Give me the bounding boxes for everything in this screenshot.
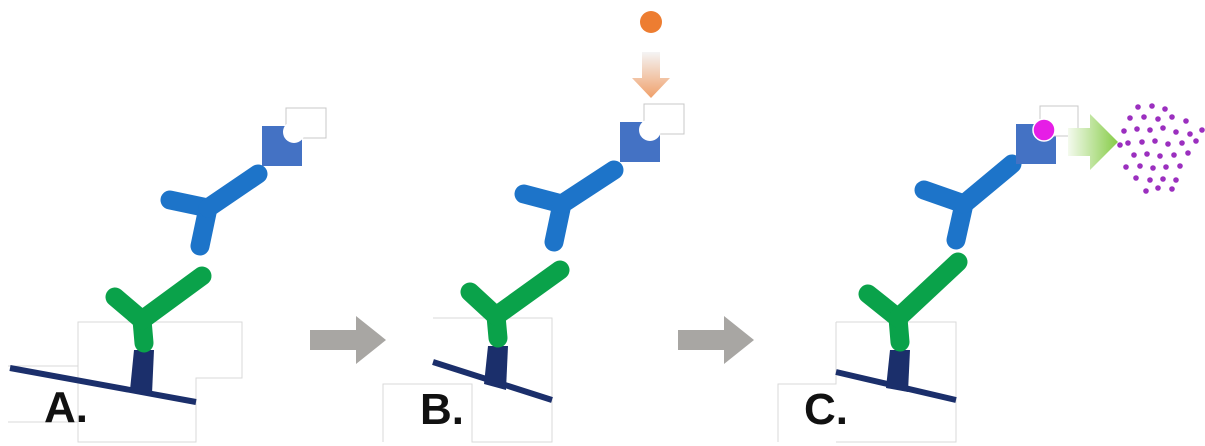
signal-dot bbox=[1123, 164, 1129, 170]
panel-c: C. bbox=[777, 103, 1205, 443]
signal-dot bbox=[1141, 114, 1147, 120]
panel-a-capture-antibody bbox=[105, 266, 212, 353]
panel-a-capture-stem bbox=[130, 350, 154, 394]
panel-a: A. bbox=[8, 107, 327, 443]
signal-dot bbox=[1121, 128, 1127, 134]
panel-b-capture-stem bbox=[484, 346, 508, 390]
panel-c-capture-stem bbox=[886, 350, 910, 392]
signal-dot bbox=[1155, 116, 1161, 122]
signal-dot bbox=[1185, 150, 1191, 156]
signal-dot bbox=[1135, 104, 1141, 110]
panel-c-capture-antibody bbox=[858, 252, 968, 352]
signal-dot bbox=[1193, 138, 1199, 144]
signal-dot bbox=[1199, 127, 1205, 133]
signal-dot bbox=[1150, 165, 1156, 171]
signal-dot bbox=[1147, 127, 1153, 133]
signal-dot bbox=[1160, 176, 1166, 182]
signal-dot bbox=[1139, 139, 1145, 145]
panel-c-signal-dots bbox=[1117, 103, 1205, 194]
step-arrow-icon bbox=[678, 316, 754, 364]
step-arrow-icon bbox=[310, 316, 386, 364]
panel-a-surface bbox=[9, 365, 197, 405]
panel-c-label: C. bbox=[804, 385, 848, 434]
signal-dot bbox=[1160, 125, 1166, 131]
panel-b-frame bbox=[382, 317, 553, 443]
signal-dot bbox=[1131, 152, 1137, 158]
signal-dot bbox=[1125, 140, 1131, 146]
panel-c-detection-antibody bbox=[914, 154, 1022, 250]
signal-dot bbox=[1173, 177, 1179, 183]
signal-dot bbox=[1171, 152, 1177, 158]
panel-a-frame bbox=[8, 321, 243, 443]
panel-a-label: A. bbox=[44, 383, 88, 432]
panel-b: B. bbox=[382, 11, 685, 443]
signal-dot bbox=[1169, 186, 1175, 192]
signal-dot bbox=[1183, 118, 1189, 124]
signal-dot bbox=[1117, 142, 1123, 148]
down-arrow-icon bbox=[632, 52, 670, 98]
panel-b-enzyme bbox=[620, 103, 685, 162]
signal-dot bbox=[1144, 151, 1150, 157]
signal-dot bbox=[1155, 185, 1161, 191]
signal-dot bbox=[1165, 141, 1171, 147]
signal-dot bbox=[1134, 126, 1140, 132]
signal-dot bbox=[1143, 188, 1149, 194]
signal-dot bbox=[1169, 114, 1175, 120]
signal-dot bbox=[1152, 138, 1158, 144]
signal-dot bbox=[1147, 177, 1153, 183]
panel-a-enzyme bbox=[262, 107, 327, 166]
signal-arrow-icon bbox=[1068, 114, 1118, 170]
signal-dot bbox=[1133, 175, 1139, 181]
signal-dot bbox=[1162, 106, 1168, 112]
signal-dot bbox=[1177, 163, 1183, 169]
panel-b-capture-antibody bbox=[460, 260, 570, 348]
panel-b-substrate bbox=[640, 11, 662, 33]
signal-dot bbox=[1157, 153, 1163, 159]
signal-dot bbox=[1127, 115, 1133, 121]
signal-dot bbox=[1149, 103, 1155, 109]
panel-a-detection-antibody bbox=[160, 164, 268, 256]
signal-dot bbox=[1187, 131, 1193, 137]
signal-dot bbox=[1173, 129, 1179, 135]
signal-dot bbox=[1163, 164, 1169, 170]
panel-b-detection-antibody bbox=[514, 160, 624, 252]
signal-dot bbox=[1179, 140, 1185, 146]
signal-dot bbox=[1137, 163, 1143, 169]
panel-b-label: B. bbox=[420, 385, 464, 434]
